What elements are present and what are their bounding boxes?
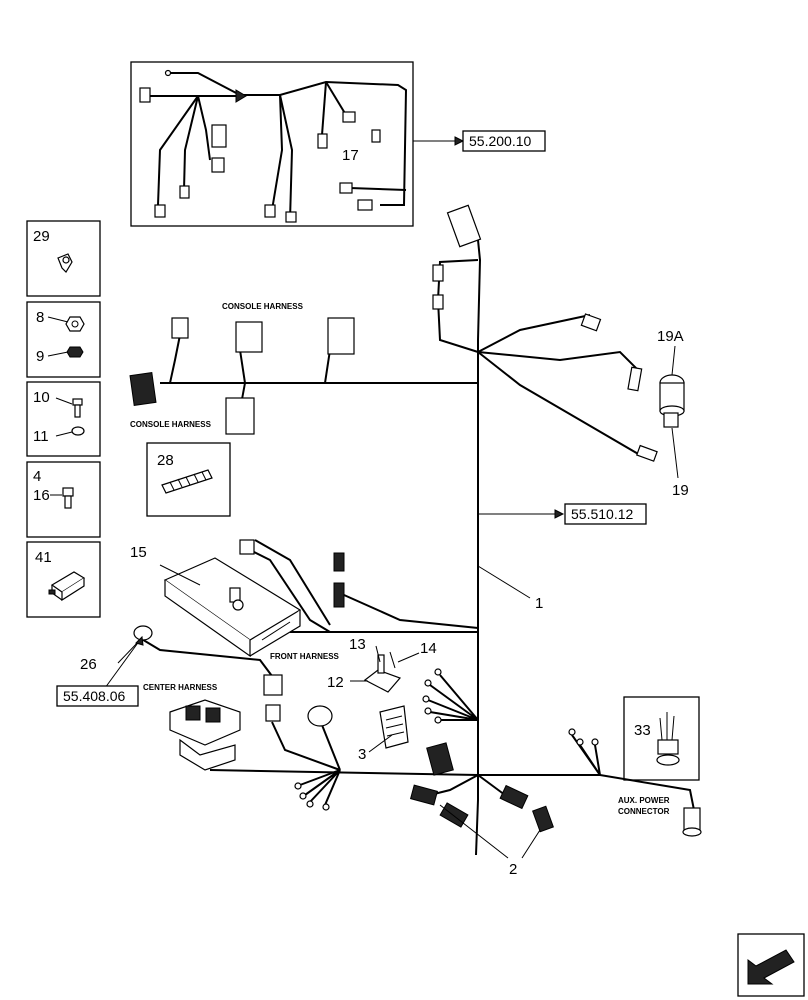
front-harness-label: FRONT HARNESS — [270, 652, 340, 661]
reference-label: 55.510.12 — [571, 506, 633, 522]
inset-41-label: 41 — [35, 549, 52, 566]
inset-part-8-9: 8 9 — [26, 301, 101, 378]
inset-29-label: 29 — [33, 228, 50, 245]
callout-12: 12 — [327, 674, 344, 691]
inset-part-4-16: 4 16 — [26, 461, 101, 538]
callout-15: 15 — [130, 544, 147, 561]
inset-17-label: 17 — [342, 147, 359, 164]
console-harness-label-left: CONSOLE HARNESS — [130, 420, 212, 429]
main-harness — [129, 204, 702, 856]
center-harness-label: CENTER HARNESS — [143, 683, 218, 692]
inset-33-label: 33 — [634, 722, 651, 739]
inset-11-label: 11 — [33, 428, 49, 445]
callout-1: 1 — [535, 595, 543, 612]
callout-13: 13 — [349, 636, 366, 653]
inset-part-10-11: 10 11 — [26, 381, 101, 457]
reference-label: 55.408.06 — [63, 688, 125, 704]
reference-55-200-10: 55.200.10 — [413, 130, 546, 152]
console-harness-label-top: CONSOLE HARNESS — [222, 302, 304, 311]
inset-part-28: 28 — [146, 442, 231, 517]
callout-19a: 19A — [657, 328, 684, 345]
callout-2: 2 — [509, 861, 517, 878]
inset-part-29: 29 — [26, 220, 101, 297]
inset-4-label: 4 — [33, 468, 41, 485]
aux-power-label-line2: CONNECTOR — [618, 807, 670, 816]
callout-14: 14 — [420, 640, 437, 657]
aux-power-label-line1: AUX. POWER — [618, 796, 670, 805]
callout-19: 19 — [672, 482, 689, 499]
inset-part-41: 41 — [26, 541, 101, 618]
inset-16-label: 16 — [33, 487, 50, 504]
inset-8-label: 8 — [36, 309, 44, 326]
reference-label: 55.200.10 — [469, 133, 531, 149]
reference-55-408-06: 55.408.06 — [56, 685, 139, 707]
callout-3: 3 — [358, 746, 366, 763]
inset-28-label: 28 — [157, 452, 174, 469]
inset-9-label: 9 — [36, 348, 44, 365]
inset-harness-17: 17 — [130, 61, 414, 227]
reference-55-510-12: 55.510.12 — [564, 503, 647, 525]
inset-10-label: 10 — [33, 389, 50, 406]
next-page-arrow-icon[interactable] — [737, 933, 805, 997]
inset-part-33: 33 — [623, 696, 700, 781]
callout-26: 26 — [80, 656, 97, 673]
